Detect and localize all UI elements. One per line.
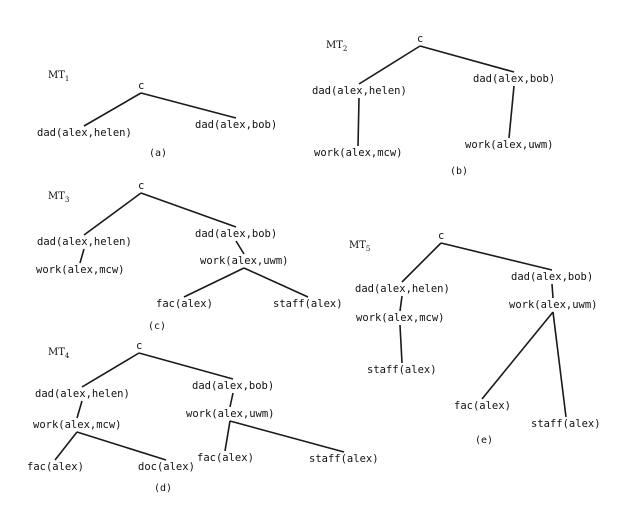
tree-4-node-n2: dad(alex,bob)	[192, 380, 275, 392]
tree-2-edge-n2-n4	[508, 85, 515, 139]
tree-4-edge-c-n1	[81, 352, 140, 388]
tree-4-node-n1: dad(alex,helen)	[35, 388, 130, 400]
tree-5-edge-n2-n4	[551, 283, 554, 299]
tree-3-node-n3: work(alex,mcw)	[36, 264, 125, 276]
tree-2-edge-c-n1	[358, 45, 421, 85]
tree-1-title: MT1	[48, 70, 69, 85]
tree-3-edge-n4-n5	[183, 267, 245, 298]
tree-5-edge-c-n1	[401, 242, 442, 283]
tree-1-node-n2: dad(alex,bob)	[195, 119, 278, 131]
tree-3-node-n2: dad(alex,bob)	[195, 228, 278, 240]
tree-5-caption: (e)	[475, 435, 494, 446]
tree-4-title-subscript: 4	[64, 352, 70, 360]
tree-3-node-c: c	[138, 180, 145, 192]
tree-4-edge-n4-n8	[229, 420, 345, 453]
tree-4-node-n5: fac(alex)	[27, 461, 84, 473]
tree-1-node-n1: dad(alex,helen)	[37, 127, 132, 139]
tree-4-edge-n3-n5	[54, 431, 78, 461]
tree-4-edge-n4-n7	[224, 420, 231, 452]
tree-5-edge-n4-n7	[552, 311, 567, 418]
tree-5-node-n3: work(alex,mcw)	[356, 312, 445, 324]
tree-2-title-text: MT	[326, 40, 343, 51]
tree-5-edge-n3-n5	[399, 324, 403, 364]
tree-4-edge-n3-n6	[76, 431, 167, 461]
tree-1-caption: (a)	[149, 148, 168, 159]
tree-5-edge-n4-n6	[481, 311, 554, 400]
tree-4-node-n8: staff(alex)	[309, 453, 379, 465]
tree-1-edge-c-n1	[83, 92, 142, 127]
tree-5-title: MT5	[349, 240, 370, 255]
tree-3-edge-c-n1	[83, 192, 142, 236]
tree-5-node-n1: dad(alex,helen)	[355, 283, 450, 295]
tree-2-node-n4: work(alex,uwm)	[465, 139, 554, 151]
tree-5-node-n2: dad(alex,bob)	[511, 271, 594, 283]
tree-4-caption: (d)	[154, 483, 173, 494]
tree-4-node-n3: work(alex,mcw)	[33, 419, 122, 431]
tree-1-title-text: MT	[48, 70, 65, 81]
tree-3-node-n1: dad(alex,helen)	[37, 236, 132, 248]
tree-4-node-n7: fac(alex)	[197, 452, 254, 464]
tree-3-edge-n1-n3	[79, 248, 85, 264]
tree-3-edge-n4-n6	[243, 267, 309, 298]
tree-4-edge-n1-n3	[76, 400, 83, 419]
tree-2-node-c: c	[417, 33, 424, 45]
tree-2-caption: (b)	[450, 166, 469, 177]
tree-3-title-text: MT	[48, 191, 65, 202]
tree-4-edge-n2-n4	[229, 392, 234, 408]
tree-5-node-n4: work(alex,uwm)	[509, 299, 598, 311]
tree-2-node-n1: dad(alex,helen)	[312, 85, 407, 97]
tree-4-node-c: c	[136, 340, 143, 352]
tree-2-title: MT2	[326, 40, 347, 55]
tree-4-edge-c-n2	[138, 352, 234, 380]
tree-3-node-n6: staff(alex)	[273, 298, 343, 310]
tree-3-caption: (c)	[148, 321, 167, 332]
tree-4-node-n6: doc(alex)	[138, 461, 195, 473]
tree-2-node-n3: work(alex,mcw)	[314, 147, 403, 159]
tree-2-title-subscript: 2	[342, 45, 348, 53]
tree-5-edge-c-n2	[440, 242, 553, 271]
tree-3-edge-c-n2	[140, 192, 237, 228]
tree-1-node-c: c	[138, 80, 145, 92]
tree-1-edge-c-n2	[140, 92, 237, 119]
tree-5-title-text: MT	[349, 240, 366, 251]
tree-5-node-c: c	[438, 230, 445, 242]
tree-2-edge-c-n2	[419, 45, 515, 73]
tree-2-edge-n1-n3	[357, 97, 360, 147]
tree-4-title-text: MT	[48, 347, 65, 358]
tree-3-edge-n2-n4	[235, 240, 245, 255]
tree-5-node-n7: staff(alex)	[531, 418, 601, 430]
tree-3-title-subscript: 3	[64, 196, 70, 204]
tree-5-node-n5: staff(alex)	[367, 364, 437, 376]
tree-4-title: MT4	[48, 347, 69, 362]
tree-3-node-n5: fac(alex)	[156, 298, 213, 310]
tree-5-node-n6: fac(alex)	[454, 400, 511, 412]
tree-4-node-n4: work(alex,uwm)	[186, 408, 275, 420]
tree-3-node-n4: work(alex,uwm)	[200, 255, 289, 267]
tree-3-title: MT3	[48, 191, 69, 206]
tree-1-title-subscript: 1	[64, 75, 70, 83]
tree-2-node-n2: dad(alex,bob)	[473, 73, 556, 85]
tree-5-edge-n1-n3	[399, 295, 403, 312]
tree-5-title-subscript: 5	[365, 245, 371, 253]
